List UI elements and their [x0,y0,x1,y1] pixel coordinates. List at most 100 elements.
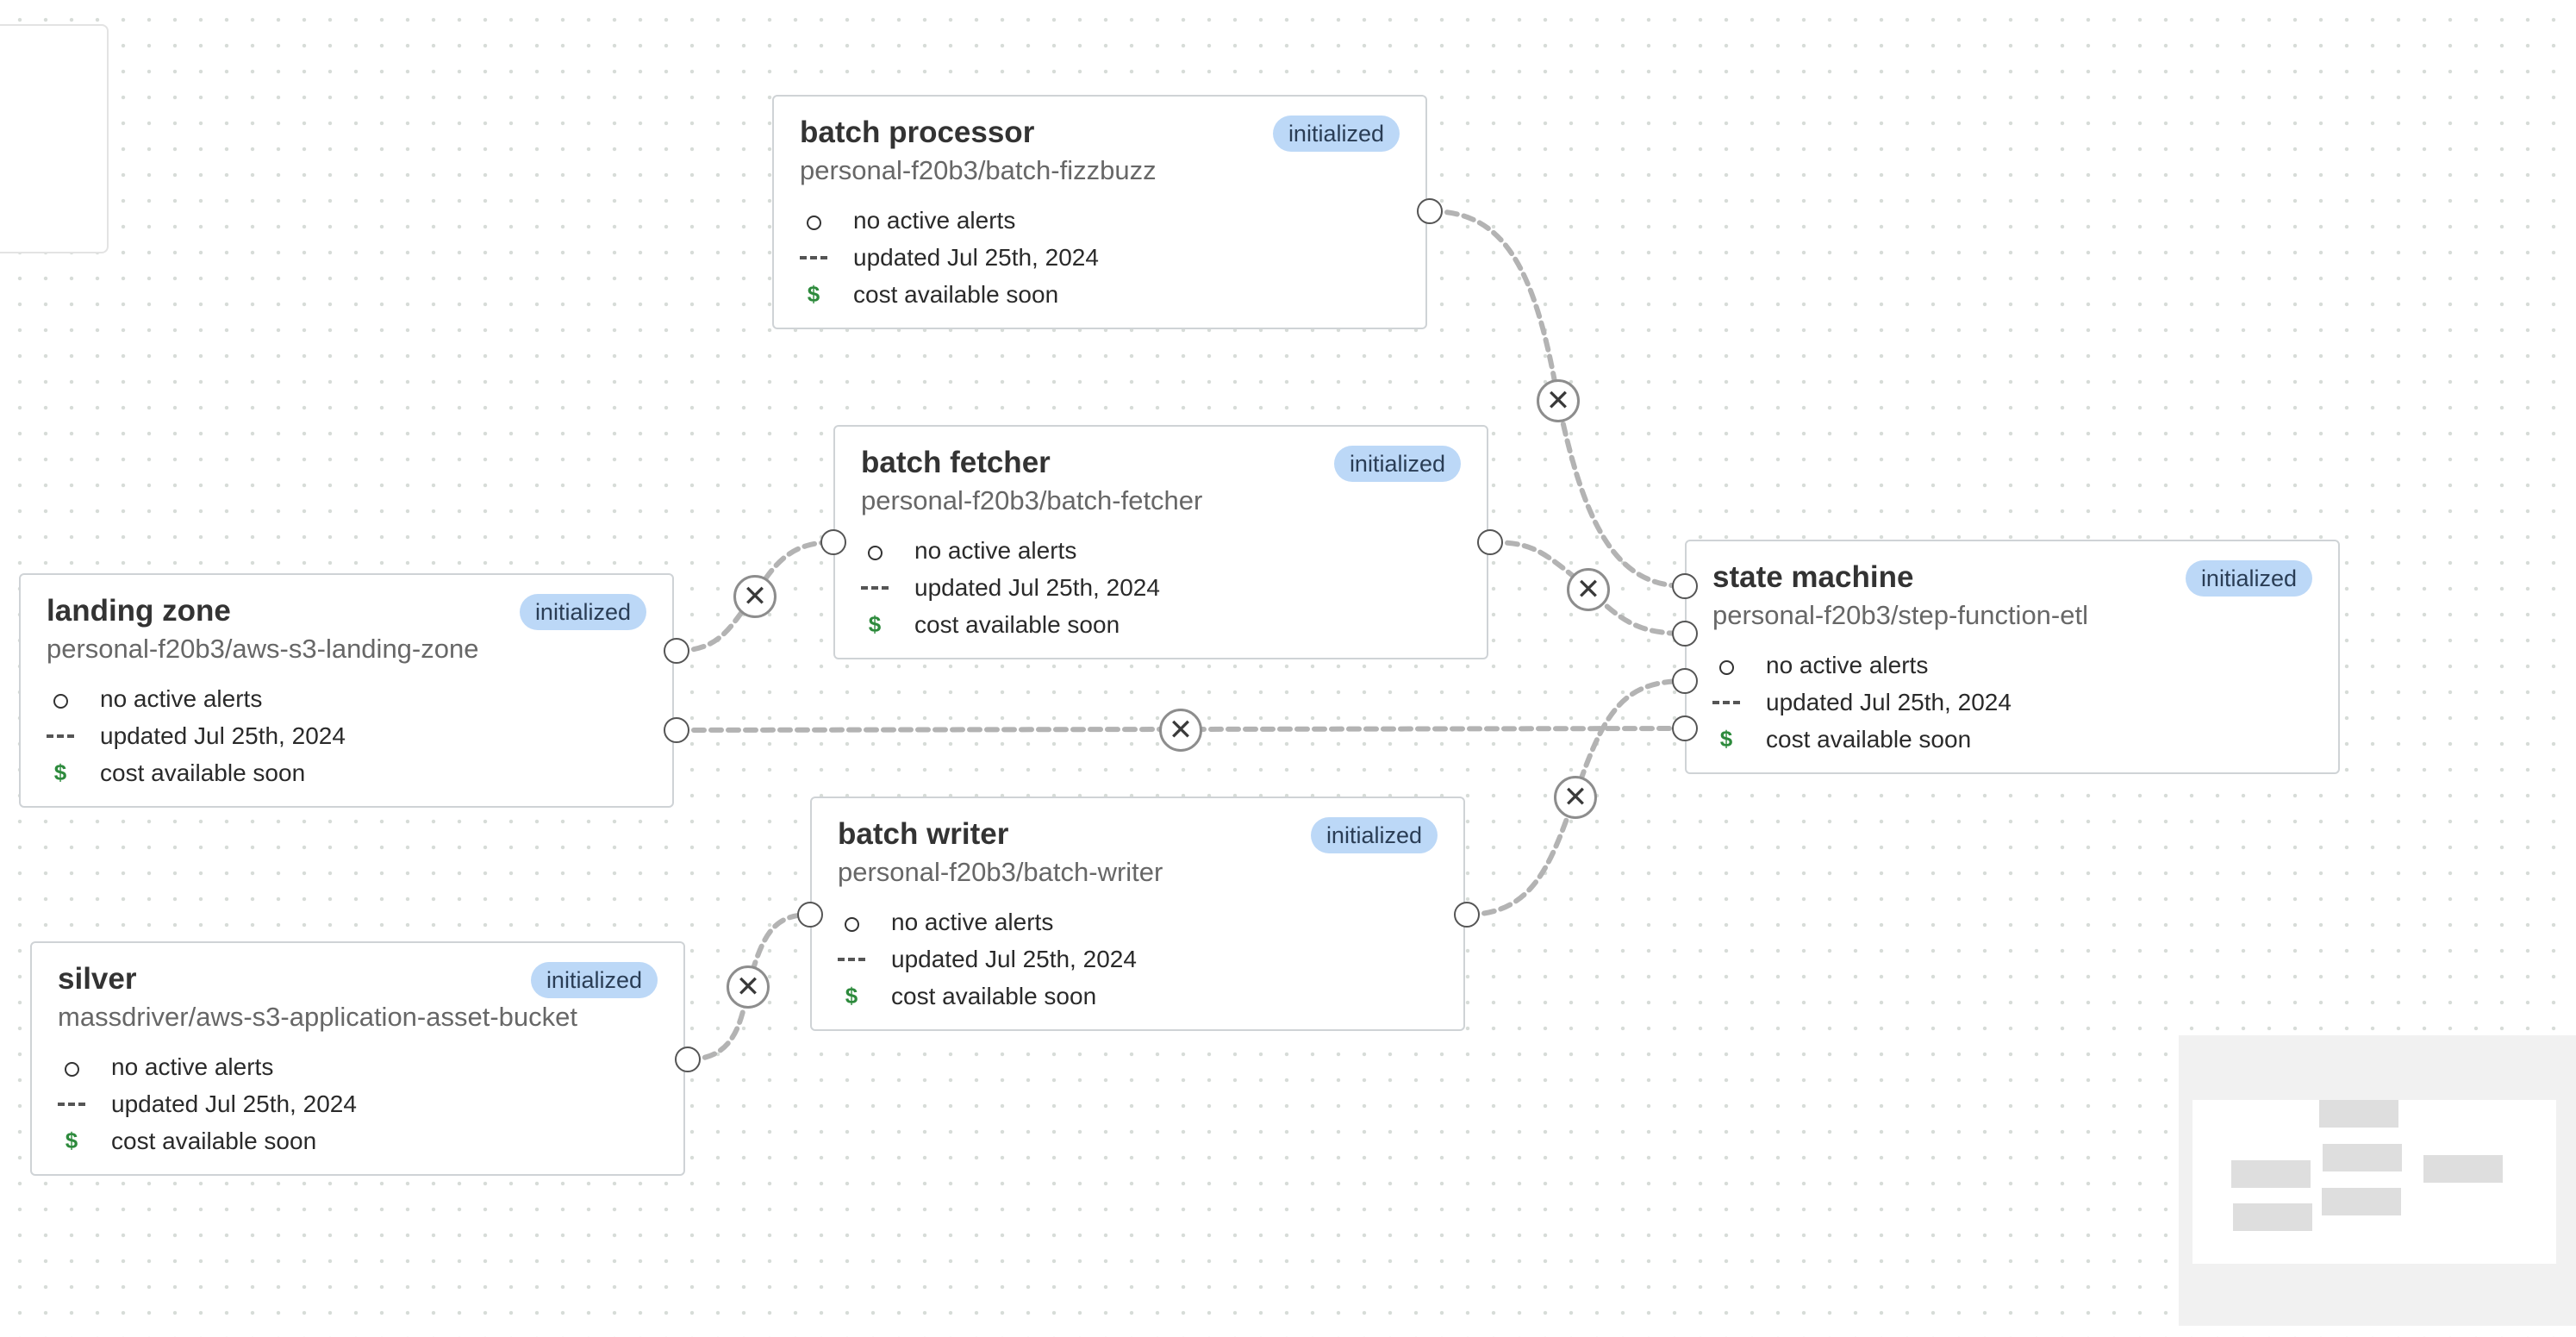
node-card-silver[interactable]: silver massdriver/aws-s3-application-ass… [30,941,685,1176]
updated-row: updated Jul 25th, 2024 [1712,684,2012,721]
circle-icon [800,210,827,230]
node-title: landing zone [47,594,231,628]
node-card-batch-fetcher[interactable]: batch fetcher personal-f20b3/batch-fetch… [833,425,1488,659]
node-path: massdriver/aws-s3-application-asset-buck… [58,1002,578,1032]
circle-icon [838,912,865,932]
alerts-row: no active alerts [800,202,1099,239]
dash-icon [58,1102,85,1106]
cost-text: cost available soon [1766,725,1972,753]
circle-icon [58,1057,85,1077]
status-badge: initialized [2185,560,2312,597]
node-path: personal-f20b3/batch-fizzbuzz [800,155,1157,185]
node-stats: no active alerts updated Jul 25th, 2024 … [47,680,346,791]
node-stats: no active alerts updated Jul 25th, 2024 … [58,1048,357,1159]
edge-landing-zone-to-batch-fetcher[interactable] [674,540,836,653]
handle-state-machine-input-4[interactable] [1672,715,1698,741]
node-title: batch writer [838,817,1009,851]
minimap-node [2323,1144,2402,1171]
alerts-row: no active alerts [1712,647,2012,684]
dollar-icon: $ [845,983,858,1009]
dollar-icon: $ [65,1128,78,1153]
updated-text: updated Jul 25th, 2024 [891,945,1137,972]
remove-edge-button[interactable]: ✕ [727,965,770,1009]
circle-icon [47,689,74,709]
cost-row: $ cost available soon [1712,721,2012,758]
alerts-text: no active alerts [914,536,1077,564]
cost-text: cost available soon [111,1127,317,1154]
alerts-row: no active alerts [58,1048,357,1085]
cost-row: $ cost available soon [47,754,346,791]
updated-text: updated Jul 25th, 2024 [853,243,1099,271]
status-badge: initialized [530,962,658,998]
minimap-node [2322,1188,2401,1215]
node-path: personal-f20b3/batch-writer [838,857,1163,887]
updated-text: updated Jul 25th, 2024 [100,722,346,749]
dash-icon [1712,700,1740,704]
circle-icon [861,540,889,560]
cost-text: cost available soon [891,982,1097,1009]
minimap-node [2319,1100,2398,1128]
handle-state-machine-input-3[interactable] [1672,668,1698,694]
dollar-icon: $ [1719,726,1733,752]
node-card-batch-writer[interactable]: batch writer personal-f20b3/batch-writer… [810,797,1465,1031]
remove-edge-button[interactable]: ✕ [1554,776,1597,819]
remove-edge-button[interactable]: ✕ [1567,568,1610,611]
cost-text: cost available soon [100,759,306,786]
node-card-state-machine[interactable]: state machine personal-f20b3/step-functi… [1685,540,2340,774]
updated-row: updated Jul 25th, 2024 [800,239,1099,276]
remove-edge-button[interactable]: ✕ [1159,709,1202,752]
minimap-node [2423,1155,2503,1183]
handle-landing-zone-output-1[interactable] [664,638,689,664]
node-path: personal-f20b3/step-function-etl [1712,600,2088,630]
remove-edge-button[interactable]: ✕ [1537,379,1580,422]
node-card-batch-processor[interactable]: batch processor personal-f20b3/batch-fiz… [772,95,1427,329]
minimap-node [2233,1203,2312,1231]
updated-text: updated Jul 25th, 2024 [914,573,1160,601]
dollar-icon: $ [868,611,882,637]
node-title: batch fetcher [861,446,1051,479]
alerts-row: no active alerts [838,903,1137,940]
dollar-icon: $ [53,759,67,785]
node-stats: no active alerts updated Jul 25th, 2024 … [800,202,1099,313]
alerts-row: no active alerts [861,532,1160,569]
handle-state-machine-input-1[interactable] [1672,573,1698,599]
alerts-text: no active alerts [100,684,263,712]
alerts-row: no active alerts [47,680,346,717]
handle-batch-fetcher-output[interactable] [1477,529,1503,555]
node-title: silver [58,962,137,996]
alerts-text: no active alerts [1766,651,1929,678]
node-path: personal-f20b3/batch-fetcher [861,485,1203,515]
node-stats: no active alerts updated Jul 25th, 2024 … [838,903,1137,1015]
minimap[interactable] [2179,1035,2576,1326]
alerts-text: no active alerts [111,1053,274,1080]
alerts-text: no active alerts [853,206,1016,234]
updated-row: updated Jul 25th, 2024 [47,717,346,754]
node-stats: no active alerts updated Jul 25th, 2024 … [1712,647,2012,758]
handle-batch-fetcher-input[interactable] [820,529,846,555]
handle-batch-writer-output[interactable] [1454,902,1480,928]
cost-text: cost available soon [853,280,1059,308]
handle-batch-writer-input[interactable] [797,902,823,928]
updated-row: updated Jul 25th, 2024 [861,569,1160,606]
node-card-landing-zone[interactable]: landing zone personal-f20b3/aws-s3-landi… [19,573,674,808]
remove-edge-button[interactable]: ✕ [733,575,777,618]
updated-text: updated Jul 25th, 2024 [1766,688,2012,715]
dash-icon [800,255,827,259]
handle-landing-zone-output-2[interactable] [664,717,689,743]
handle-state-machine-input-2[interactable] [1672,621,1698,647]
dash-icon [861,585,889,590]
handle-batch-processor-output[interactable] [1417,198,1443,224]
updated-text: updated Jul 25th, 2024 [111,1090,357,1117]
node-title: batch processor [800,116,1035,149]
minimap-node [2231,1160,2311,1188]
cost-text: cost available soon [914,610,1120,638]
handle-silver-output[interactable] [675,1046,701,1072]
cost-row: $cost available soon [800,276,1099,313]
dash-icon [838,957,865,961]
cost-row: $ cost available soon [58,1122,357,1159]
side-panel-edge [0,24,109,253]
minimap-viewport[interactable] [2192,1100,2556,1264]
status-badge: initialized [1272,116,1400,152]
dash-icon [47,734,74,738]
status-badge: initialized [1333,446,1461,482]
